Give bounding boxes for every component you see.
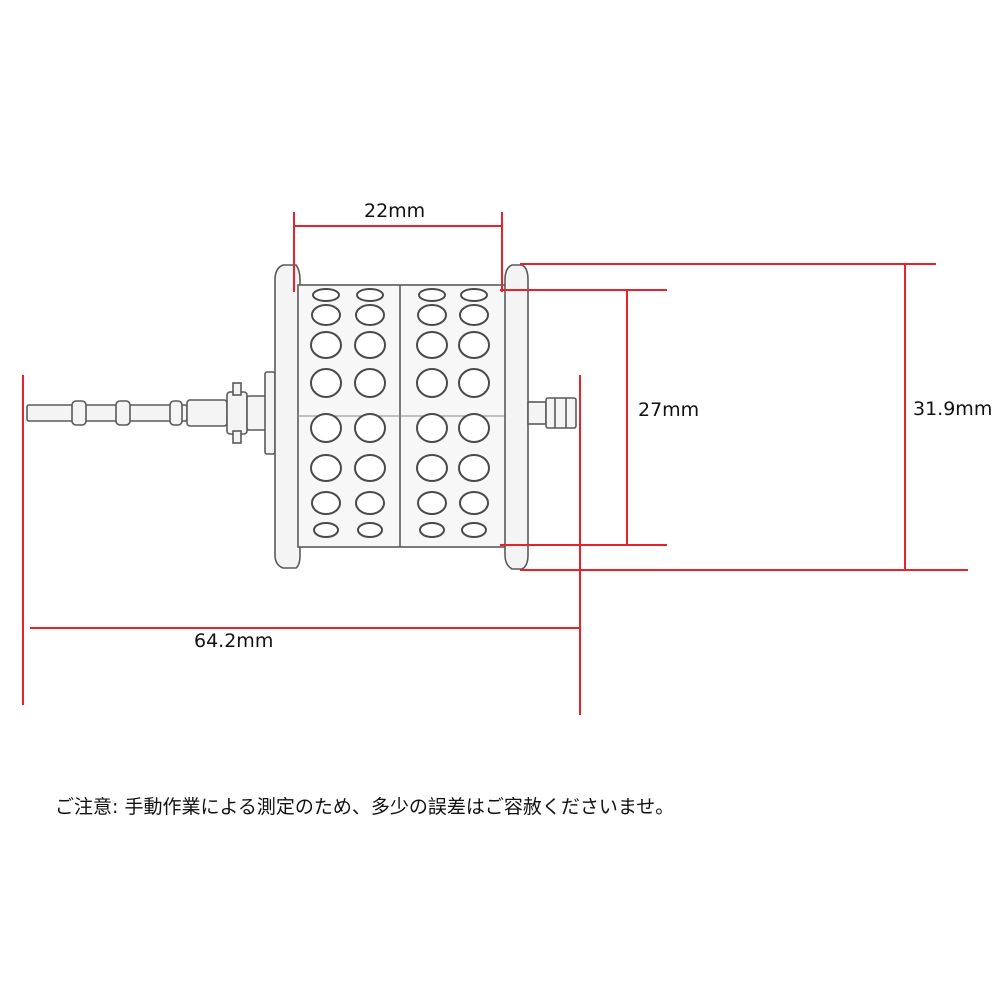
spool-holes <box>310 288 490 538</box>
dimension-lines <box>22 212 968 715</box>
label-inner-diameter: 27mm <box>638 399 700 421</box>
left-flange <box>274 264 301 569</box>
spool-drawing <box>26 264 577 570</box>
label-spool-width: 22mm <box>364 200 426 222</box>
shaft-left <box>26 371 276 455</box>
measurement-note: ご注意: 手動作業による測定のため、多少の誤差はご容赦くださいませ。 <box>55 796 675 818</box>
shaft-right <box>527 397 577 429</box>
label-total-length: 64.2mm <box>194 630 274 652</box>
right-flange <box>504 264 529 570</box>
label-outer-diameter: 31.9mm <box>913 398 993 420</box>
